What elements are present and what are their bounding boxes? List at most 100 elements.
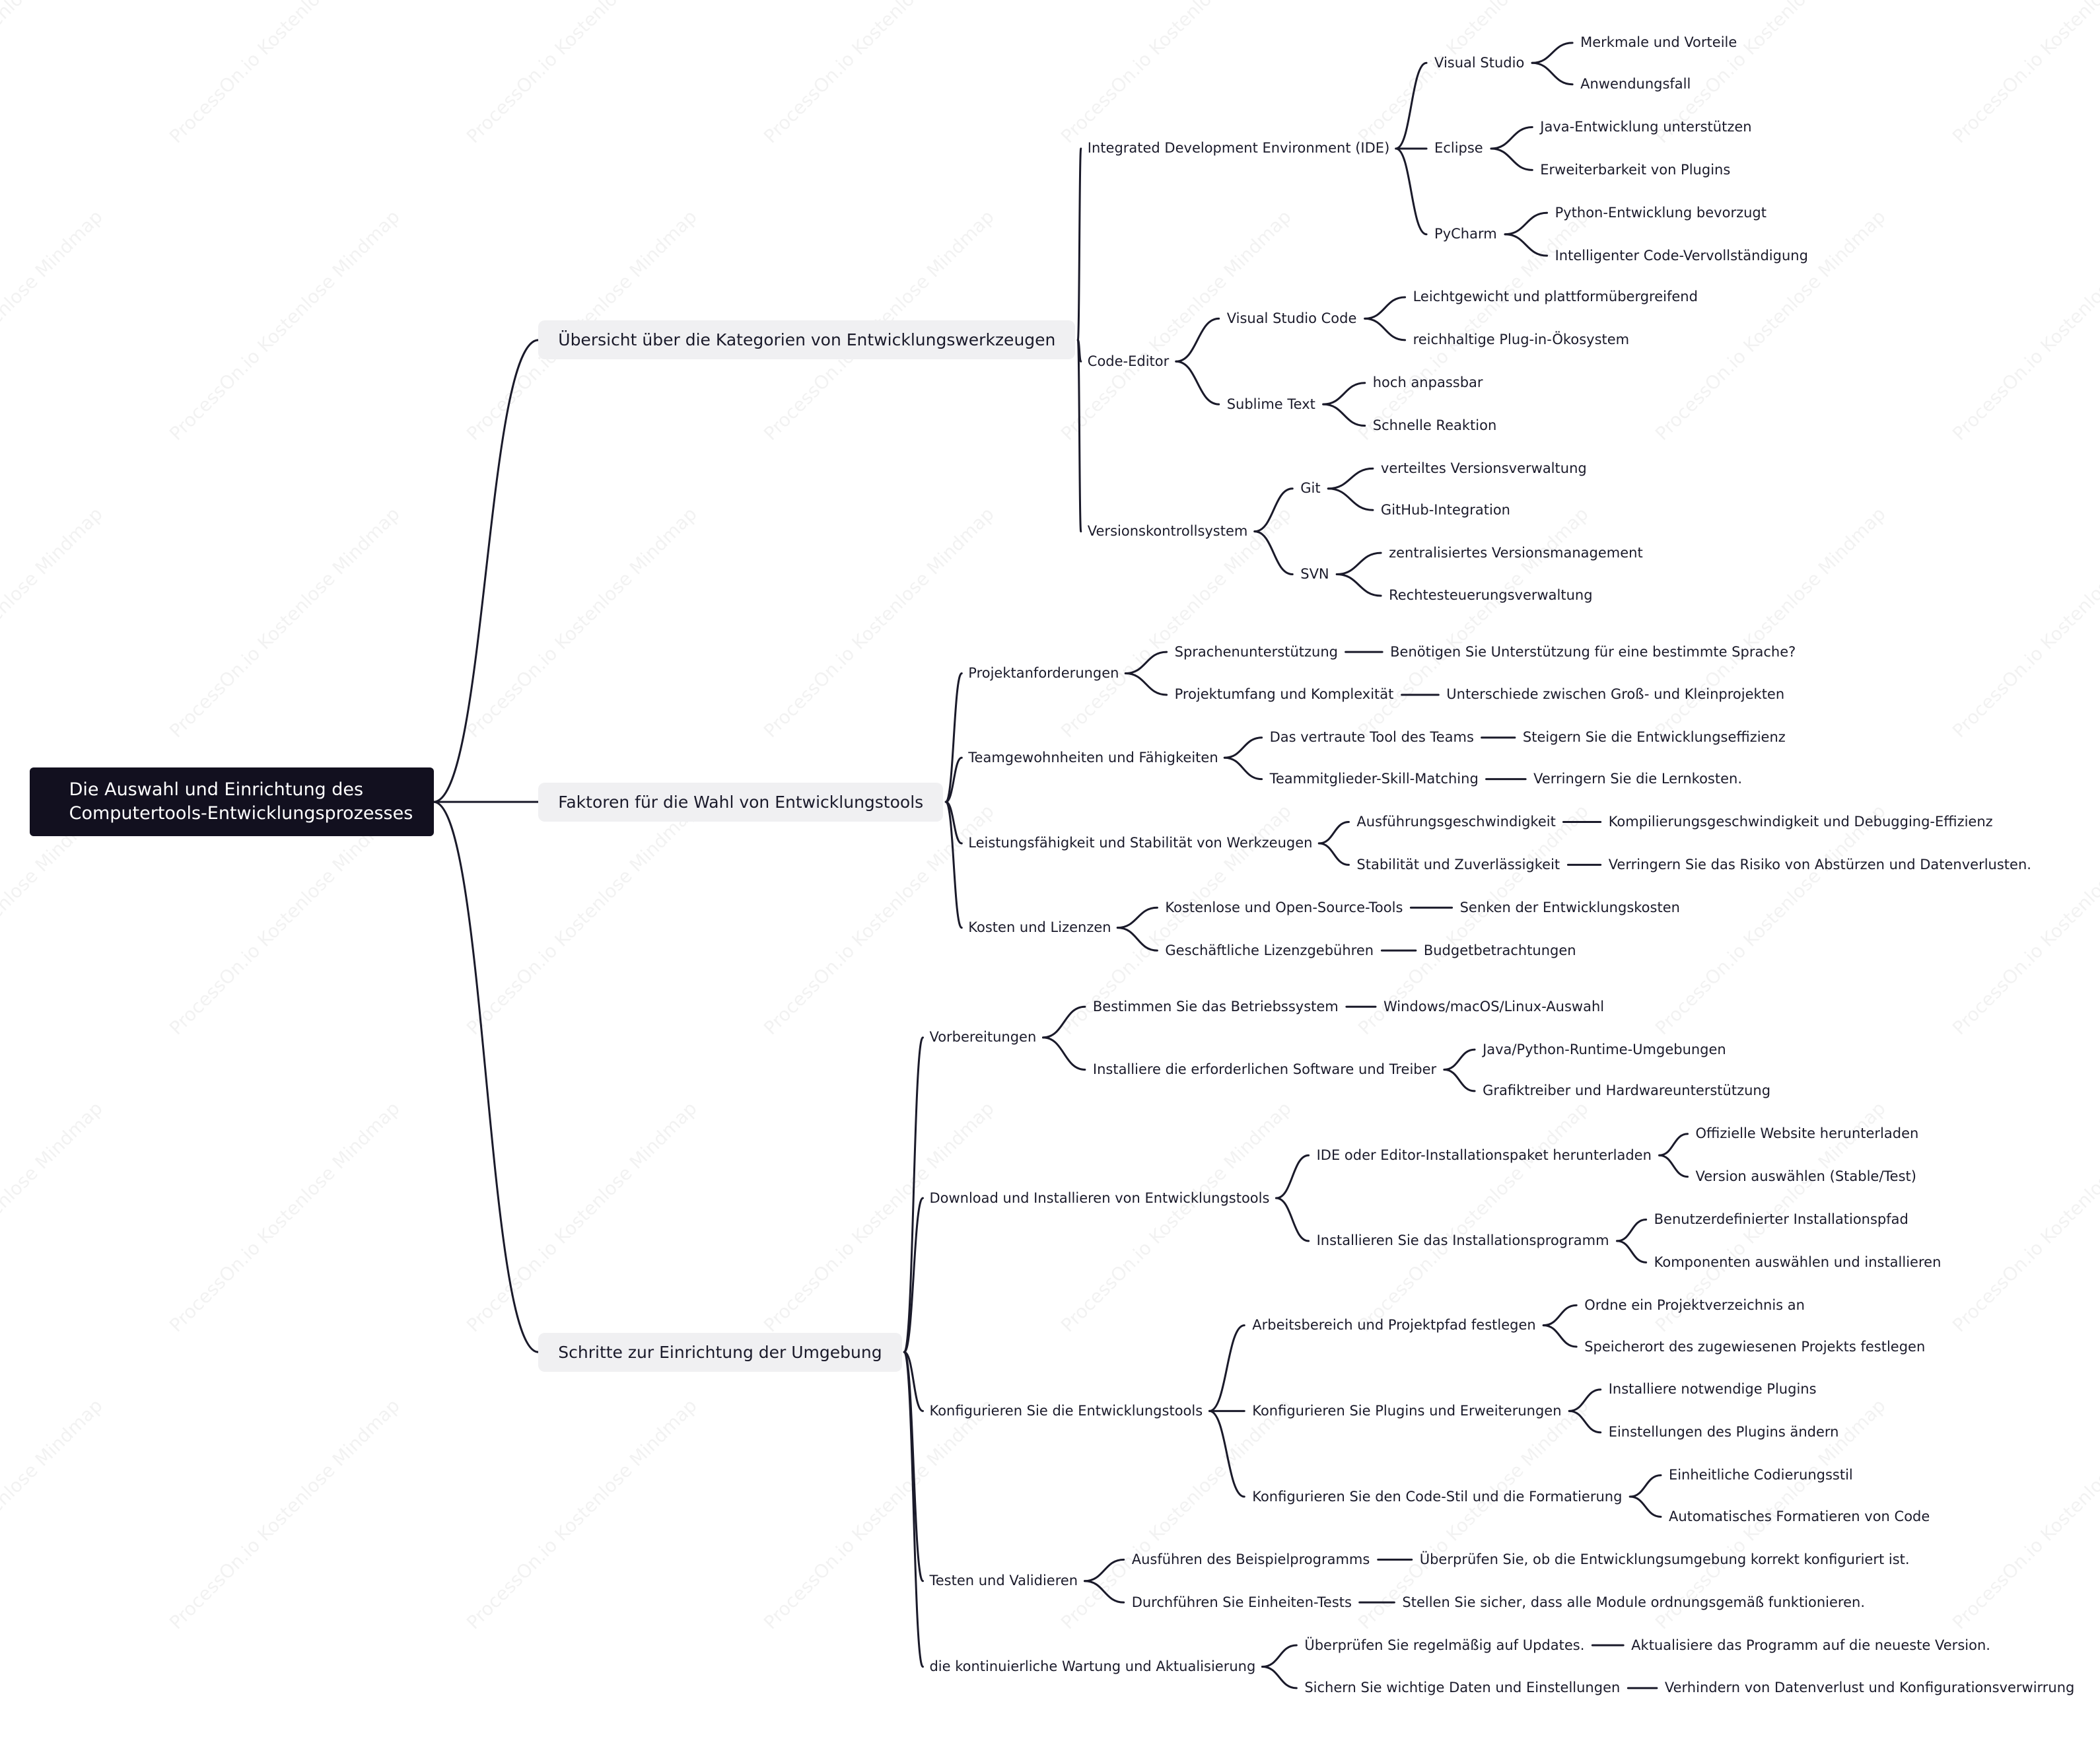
detail-ueberpruefen-sie-ob-die-entwicklungsumgebung-kor[interactable]: Überprüfen Sie, ob die Entwicklungsumgeb…: [1419, 1551, 1910, 1567]
detail-rechtesteuerungsverwaltung[interactable]: Rechtesteuerungsverwaltung: [1389, 587, 1593, 604]
detail-leichtgewicht-und-plattformuebergreifend[interactable]: Leichtgewicht und plattformübergreifend: [1413, 289, 1698, 305]
detail-java-python-runtime-umgebungen[interactable]: Java/Python-Runtime-Umgebungen: [1483, 1041, 1726, 1057]
connector-subtopic-detail: [1327, 467, 1374, 490]
connector-topic-subtopic: [1124, 651, 1168, 675]
detail-version-auswaehlen-stable-test[interactable]: Version auswählen (Stable/Test): [1695, 1168, 1916, 1185]
detail-github-integration[interactable]: GitHub-Integration: [1380, 501, 1510, 518]
connector-branch-topic: [944, 800, 963, 929]
detail-grafiktreiber-und-hardwareunterstuetzung[interactable]: Grafiktreiber und Hardwareunterstützung: [1483, 1083, 1771, 1099]
subtopic-projektumfang-und-komplexitaet[interactable]: Projektumfang und Komplexität: [1174, 686, 1394, 703]
subtopic-visual-studio-code[interactable]: Visual Studio Code: [1226, 310, 1357, 326]
detail-verteiltes-versionsverwaltung[interactable]: verteiltes Versionsverwaltung: [1380, 460, 1587, 476]
subtopic-konfigurieren-sie-plugins-und-erweiterungen[interactable]: Konfigurieren Sie Plugins und Erweiterun…: [1252, 1402, 1562, 1419]
detail-benutzerdefinierter-installationspfad[interactable]: Benutzerdefinierter Installationspfad: [1654, 1211, 1908, 1227]
subtopic-pycharm[interactable]: PyCharm: [1434, 226, 1497, 242]
subtopic-konfigurieren-sie-den-code-stil-und-die-formatie[interactable]: Konfigurieren Sie den Code-Stil und die …: [1252, 1488, 1623, 1505]
topic-download-und-installieren-von-entwicklungstools[interactable]: Download und Installieren von Entwicklun…: [929, 1190, 1270, 1206]
detail-verringern-sie-die-lernkosten[interactable]: Verringern Sie die Lernkosten.: [1533, 771, 1743, 787]
subtopic-ausfuehren-des-beispielprogramms[interactable]: Ausführen des Beispielprogramms: [1131, 1551, 1370, 1567]
subtopic-arbeitsbereich-und-projektpfad-festlegen[interactable]: Arbeitsbereich und Projektpfad festlegen: [1252, 1317, 1536, 1334]
connector-subtopic-detail: [1443, 1048, 1476, 1071]
subtopic-sublime-text[interactable]: Sublime Text: [1226, 396, 1315, 412]
detail-reichhaltige-plug-in-oekosystem[interactable]: reichhaltige Plug-in-Ökosystem: [1413, 332, 1630, 348]
connector-branch-topic: [1076, 147, 1082, 341]
detail-steigern-sie-die-entwicklungseffizienz[interactable]: Steigern Sie die Entwicklungseffizienz: [1522, 729, 1786, 746]
subtopic-ide-oder-editor-installationspaket-herunterladen[interactable]: IDE oder Editor-Installationspaket herun…: [1316, 1147, 1652, 1163]
detail-verhindern-von-datenverlust-und-konfigurationsve[interactable]: Verhindern von Datenverlust und Konfigur…: [1664, 1680, 2075, 1696]
subtopic-ueberpruefen-sie-regelmaessig-auf-updates[interactable]: Überprüfen Sie regelmäßig auf Updates.: [1304, 1637, 1585, 1653]
detail-python-entwicklung-bevorzugt[interactable]: Python-Entwicklung bevorzugt: [1555, 204, 1767, 221]
subtopic-eclipse[interactable]: Eclipse: [1434, 140, 1483, 157]
detail-einstellungen-des-plugins-aendern[interactable]: Einstellungen des Plugins ändern: [1608, 1424, 1839, 1441]
detail-benoetigen-sie-unterstuetzung-fuer-eine-bestimmt[interactable]: Benötigen Sie Unterstützung für eine bes…: [1390, 643, 1796, 660]
subtopic-geschaeftliche-lizenzgebuehren[interactable]: Geschäftliche Lizenzgebühren: [1165, 942, 1374, 958]
detail-anwendungsfall[interactable]: Anwendungsfall: [1580, 76, 1691, 92]
topic-kosten-und-lizenzen[interactable]: Kosten und Lizenzen: [968, 919, 1111, 936]
detail-schnelle-reaktion[interactable]: Schnelle Reaktion: [1372, 417, 1497, 434]
connector-subtopic-detail: [1542, 1324, 1578, 1348]
subtopic-installiere-die-erforderlichen-software-und-trei[interactable]: Installiere die erforderlichen Software …: [1092, 1061, 1437, 1077]
subtopic-sichern-sie-wichtige-daten-und-einstellungen[interactable]: Sichern Sie wichtige Daten und Einstellu…: [1304, 1680, 1621, 1696]
detail-aktualisiere-das-programm-auf-die-neueste-versio[interactable]: Aktualisiere das Programm auf die neuest…: [1631, 1637, 1990, 1653]
subtopic-kostenlose-und-open-source-tools[interactable]: Kostenlose und Open-Source-Tools: [1165, 899, 1403, 915]
connector-topic-subtopic: [1041, 1005, 1086, 1039]
detail-intelligenter-code-vervollstaendigung[interactable]: Intelligenter Code-Vervollständigung: [1555, 247, 1808, 264]
topic-leistungsfaehigkeit-und-stabilitaet-von-werkzeug[interactable]: Leistungsfähigkeit und Stabilität von We…: [968, 835, 1313, 851]
detail-budgetbetrachtungen[interactable]: Budgetbetrachtungen: [1423, 942, 1576, 958]
topic-vorbereitungen[interactable]: Vorbereitungen: [929, 1029, 1037, 1046]
detail-ordne-ein-projektverzeichnis-an[interactable]: Ordne ein Projektverzeichnis an: [1584, 1297, 1805, 1313]
topic-projektanforderungen[interactable]: Projektanforderungen: [968, 665, 1119, 682]
detail-java-entwicklung-unterstuetzen[interactable]: Java-Entwicklung unterstützen: [1540, 119, 1752, 135]
detail-komponenten-auswaehlen-und-installieren[interactable]: Komponenten auswählen und installieren: [1654, 1254, 1942, 1270]
topic-teamgewohnheiten-und-faehigkeiten[interactable]: Teamgewohnheiten und Fähigkeiten: [968, 749, 1218, 765]
subtopic-installieren-sie-das-installationsprogramm[interactable]: Installieren Sie das Installationsprogra…: [1316, 1232, 1609, 1249]
subtopic-sprachenunterstuetzung[interactable]: Sprachenunterstützung: [1174, 643, 1338, 660]
topic-die-kontinuierliche-wartung-und-aktualisierung[interactable]: die kontinuierliche Wartung und Aktualis…: [929, 1658, 1256, 1674]
topic-konfigurieren-sie-die-entwicklungstools[interactable]: Konfigurieren Sie die Entwicklungstools: [929, 1402, 1203, 1419]
connector-branch-topic: [944, 800, 963, 845]
detail-offizielle-website-herunterladen[interactable]: Offizielle Website herunterladen: [1695, 1125, 1919, 1142]
detail-zentralisiertes-versionsmanagement[interactable]: zentralisiertes Versionsmanagement: [1389, 544, 1643, 561]
connector-branch-topic: [944, 756, 963, 803]
detail-speicherort-des-zugewiesenen-projekts-festlegen[interactable]: Speicherort des zugewiesenen Projekts fe…: [1584, 1338, 1926, 1355]
detail-windows-macos-linux-auswahl[interactable]: Windows/macOS/Linux-Auswahl: [1383, 998, 1605, 1014]
detail-unterschiede-zwischen-gross-und-kleinprojekten[interactable]: Unterschiede zwischen Groß- und Kleinpro…: [1446, 686, 1785, 703]
connector-subtopic-detail: [1364, 296, 1407, 320]
branch-uebersicht-ueber-die-kategorien-von-entwicklungs[interactable]: Übersicht über die Kategorien von Entwic…: [538, 320, 1076, 360]
branch-faktoren-fuer-die-wahl-von-entwicklungstools[interactable]: Faktoren für die Wahl von Entwicklungsto…: [538, 782, 944, 822]
subtopic-bestimmen-sie-das-betriebssystem[interactable]: Bestimmen Sie das Betriebssystem: [1092, 998, 1339, 1014]
detail-senken-der-entwicklungskosten[interactable]: Senken der Entwicklungskosten: [1459, 899, 1680, 915]
connector-subtopic-detail: [1658, 1133, 1689, 1156]
subtopic-ausfuehrungsgeschwindigkeit[interactable]: Ausführungsgeschwindigkeit: [1356, 814, 1556, 830]
connector-root-branch: [433, 339, 540, 803]
detail-installiere-notwendige-plugins[interactable]: Installiere notwendige Plugins: [1608, 1381, 1817, 1398]
subtopic-durchfuehren-sie-einheiten-tests[interactable]: Durchführen Sie Einheiten-Tests: [1131, 1594, 1352, 1610]
subtopic-das-vertraute-tool-des-teams[interactable]: Das vertraute Tool des Teams: [1269, 729, 1474, 746]
topic-code-editor[interactable]: Code-Editor: [1087, 353, 1170, 369]
subtopic-stabilitaet-und-zuverlaessigkeit[interactable]: Stabilität und Zuverlässigkeit: [1356, 856, 1560, 872]
connector-topic-subtopic: [1083, 1580, 1125, 1604]
connector-subtopic-detail: [1335, 551, 1382, 576]
subtopic-svn[interactable]: SVN: [1300, 566, 1329, 583]
subtopic-git[interactable]: Git: [1300, 480, 1321, 497]
subtopic-visual-studio[interactable]: Visual Studio: [1434, 54, 1525, 71]
detail-automatisches-formatieren-von-code[interactable]: Automatisches Formatieren von Code: [1668, 1508, 1930, 1524]
detail-verringern-sie-das-risiko-von-abstuerzen-und-dat[interactable]: Verringern Sie das Risiko von Abstürzen …: [1608, 856, 2031, 872]
connector-subtopic-detail: [1504, 233, 1549, 257]
connector-branch-topic: [903, 1351, 924, 1668]
detail-hoch-anpassbar[interactable]: hoch anpassbar: [1372, 374, 1483, 391]
detail-kompilierungsgeschwindigkeit-und-debugging-effiz[interactable]: Kompilierungsgeschwindigkeit und Debuggi…: [1608, 814, 1993, 830]
topic-integrated-development-environment-ide[interactable]: Integrated Development Environment (IDE): [1087, 140, 1390, 157]
topic-versionskontrollsystem[interactable]: Versionskontrollsystem: [1087, 523, 1248, 540]
root-node-die-auswahl-und-einrichtung-des-computertools-en[interactable]: Die Auswahl und Einrichtung des Computer…: [29, 767, 434, 837]
branch-schritte-zur-einrichtung-der-umgebung[interactable]: Schritte zur Einrichtung der Umgebung: [538, 1332, 902, 1372]
connector-branch-topic: [1076, 339, 1082, 533]
detail-merkmale-und-vorteile[interactable]: Merkmale und Vorteile: [1580, 34, 1737, 51]
detail-stellen-sie-sicher-dass-alle-module-ordnungsgema[interactable]: Stellen Sie sicher, dass alle Module ord…: [1402, 1594, 1866, 1610]
topic-testen-und-validieren[interactable]: Testen und Validieren: [929, 1573, 1078, 1589]
subtopic-teammitglieder-skill-matching[interactable]: Teammitglieder-Skill-Matching: [1269, 771, 1479, 787]
detail-einheitliche-codierungsstil[interactable]: Einheitliche Codierungsstil: [1668, 1467, 1853, 1483]
detail-erweiterbarkeit-von-plugins[interactable]: Erweiterbarkeit von Plugins: [1540, 161, 1731, 178]
